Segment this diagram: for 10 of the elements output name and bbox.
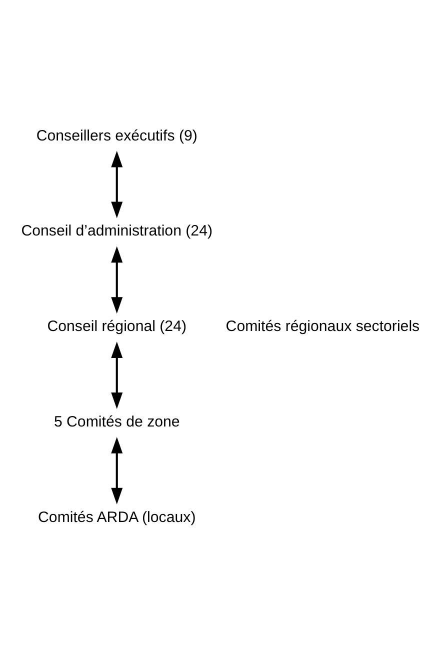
arrow: [111, 342, 123, 409]
node-text: Conseil d’administration (24): [21, 222, 213, 240]
node-text: Comités ARDA (locaux): [38, 508, 196, 526]
arrow: [111, 436, 123, 504]
node-text: Conseil régional (24): [47, 318, 187, 336]
node-text: Conseillers exécutifs (9): [36, 127, 198, 144]
arrow: [111, 246, 123, 314]
arrow: [111, 150, 123, 218]
node-label: Comités régionaux sectoriels: [226, 318, 420, 336]
node-text: 5 Comités de zone: [54, 413, 180, 430]
